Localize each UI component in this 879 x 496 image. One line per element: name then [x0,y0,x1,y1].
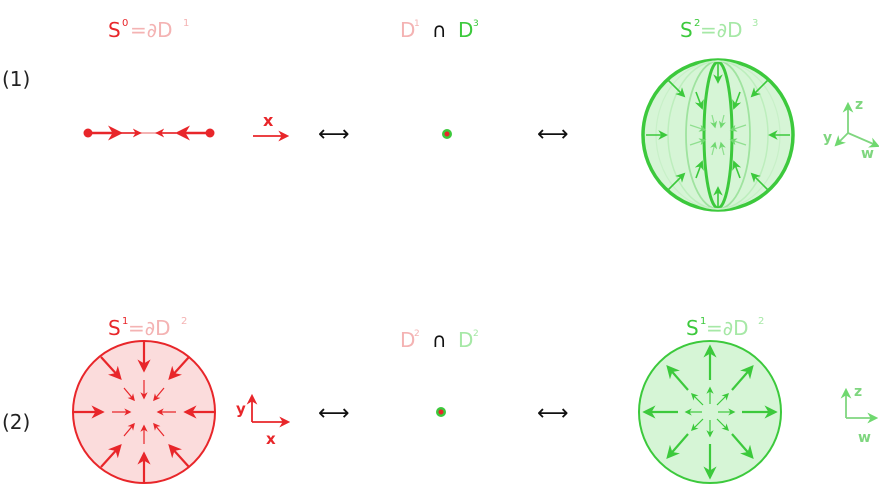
svg-text:D: D [400,328,415,352]
row1-3d-axes: z y w [823,97,879,162]
svg-text:=∂D: =∂D [128,316,171,340]
svg-text:3: 3 [752,18,758,29]
row1-intersection-point [442,129,452,139]
svg-text:D: D [458,328,473,352]
row1-sphere-s2 [641,58,795,212]
row1-right-title: S 2 =∂D 3 [680,18,758,42]
svg-text:x: x [266,430,276,448]
segment-endpoint-right [205,128,215,138]
svg-text:S: S [686,316,699,340]
row2-left-title: S 1 =∂D 2 [108,316,187,340]
segment-endpoint-left [83,128,93,138]
row2-right-axes: z w [840,384,879,446]
svg-text:S: S [108,18,121,42]
row1-double-arrow-left: ⟷ [318,122,350,147]
svg-text:2: 2 [181,316,187,327]
row1-x-axis: x [253,111,290,142]
svg-text:z: z [855,97,863,113]
row2-intersection-point [436,407,446,417]
svg-text:w: w [858,430,871,446]
row2-disk-d2-red [72,340,216,484]
svg-text:=∂D: =∂D [706,316,749,340]
svg-text:0: 0 [122,18,128,29]
svg-text:∩: ∩ [432,328,447,352]
svg-text:w: w [861,146,874,162]
svg-text:y: y [823,130,832,146]
svg-text:2: 2 [414,329,420,339]
svg-text:1: 1 [700,316,706,327]
svg-text:2: 2 [473,329,479,339]
svg-text:∩: ∩ [432,18,447,42]
svg-text:x: x [263,111,274,130]
svg-text:1: 1 [122,316,128,327]
svg-text:2: 2 [694,18,700,29]
svg-text:1: 1 [183,18,189,29]
row2-left-axes: y x [236,393,291,448]
row2-middle-title: D 2 ∩ D 2 [400,328,479,352]
row2-right-title: S 1 =∂D 2 [686,316,764,340]
svg-text:S: S [108,316,121,340]
row2-double-arrow-right: ⟷ [537,401,569,426]
svg-text:z: z [854,384,862,400]
row2-disk-d2-green [638,340,782,484]
row1-segment-d1 [83,125,215,141]
svg-text:D: D [400,18,415,42]
row1-label: (1) [2,67,30,91]
svg-text:D: D [458,18,473,42]
svg-text:S: S [680,18,693,42]
svg-text:2: 2 [758,316,764,327]
row2-label: (2) [2,410,30,434]
row1-middle-title: D 1 ∩ D 3 [400,18,479,42]
svg-text:3: 3 [473,19,479,29]
svg-text:=∂D: =∂D [700,18,743,42]
svg-text:y: y [236,400,246,418]
svg-text:=∂D: =∂D [130,18,173,42]
row1-double-arrow-right: ⟷ [537,122,569,147]
row2-double-arrow-left: ⟷ [318,401,350,426]
svg-text:1: 1 [414,19,420,29]
row1-left-title: S 0 =∂D 1 [108,18,189,42]
